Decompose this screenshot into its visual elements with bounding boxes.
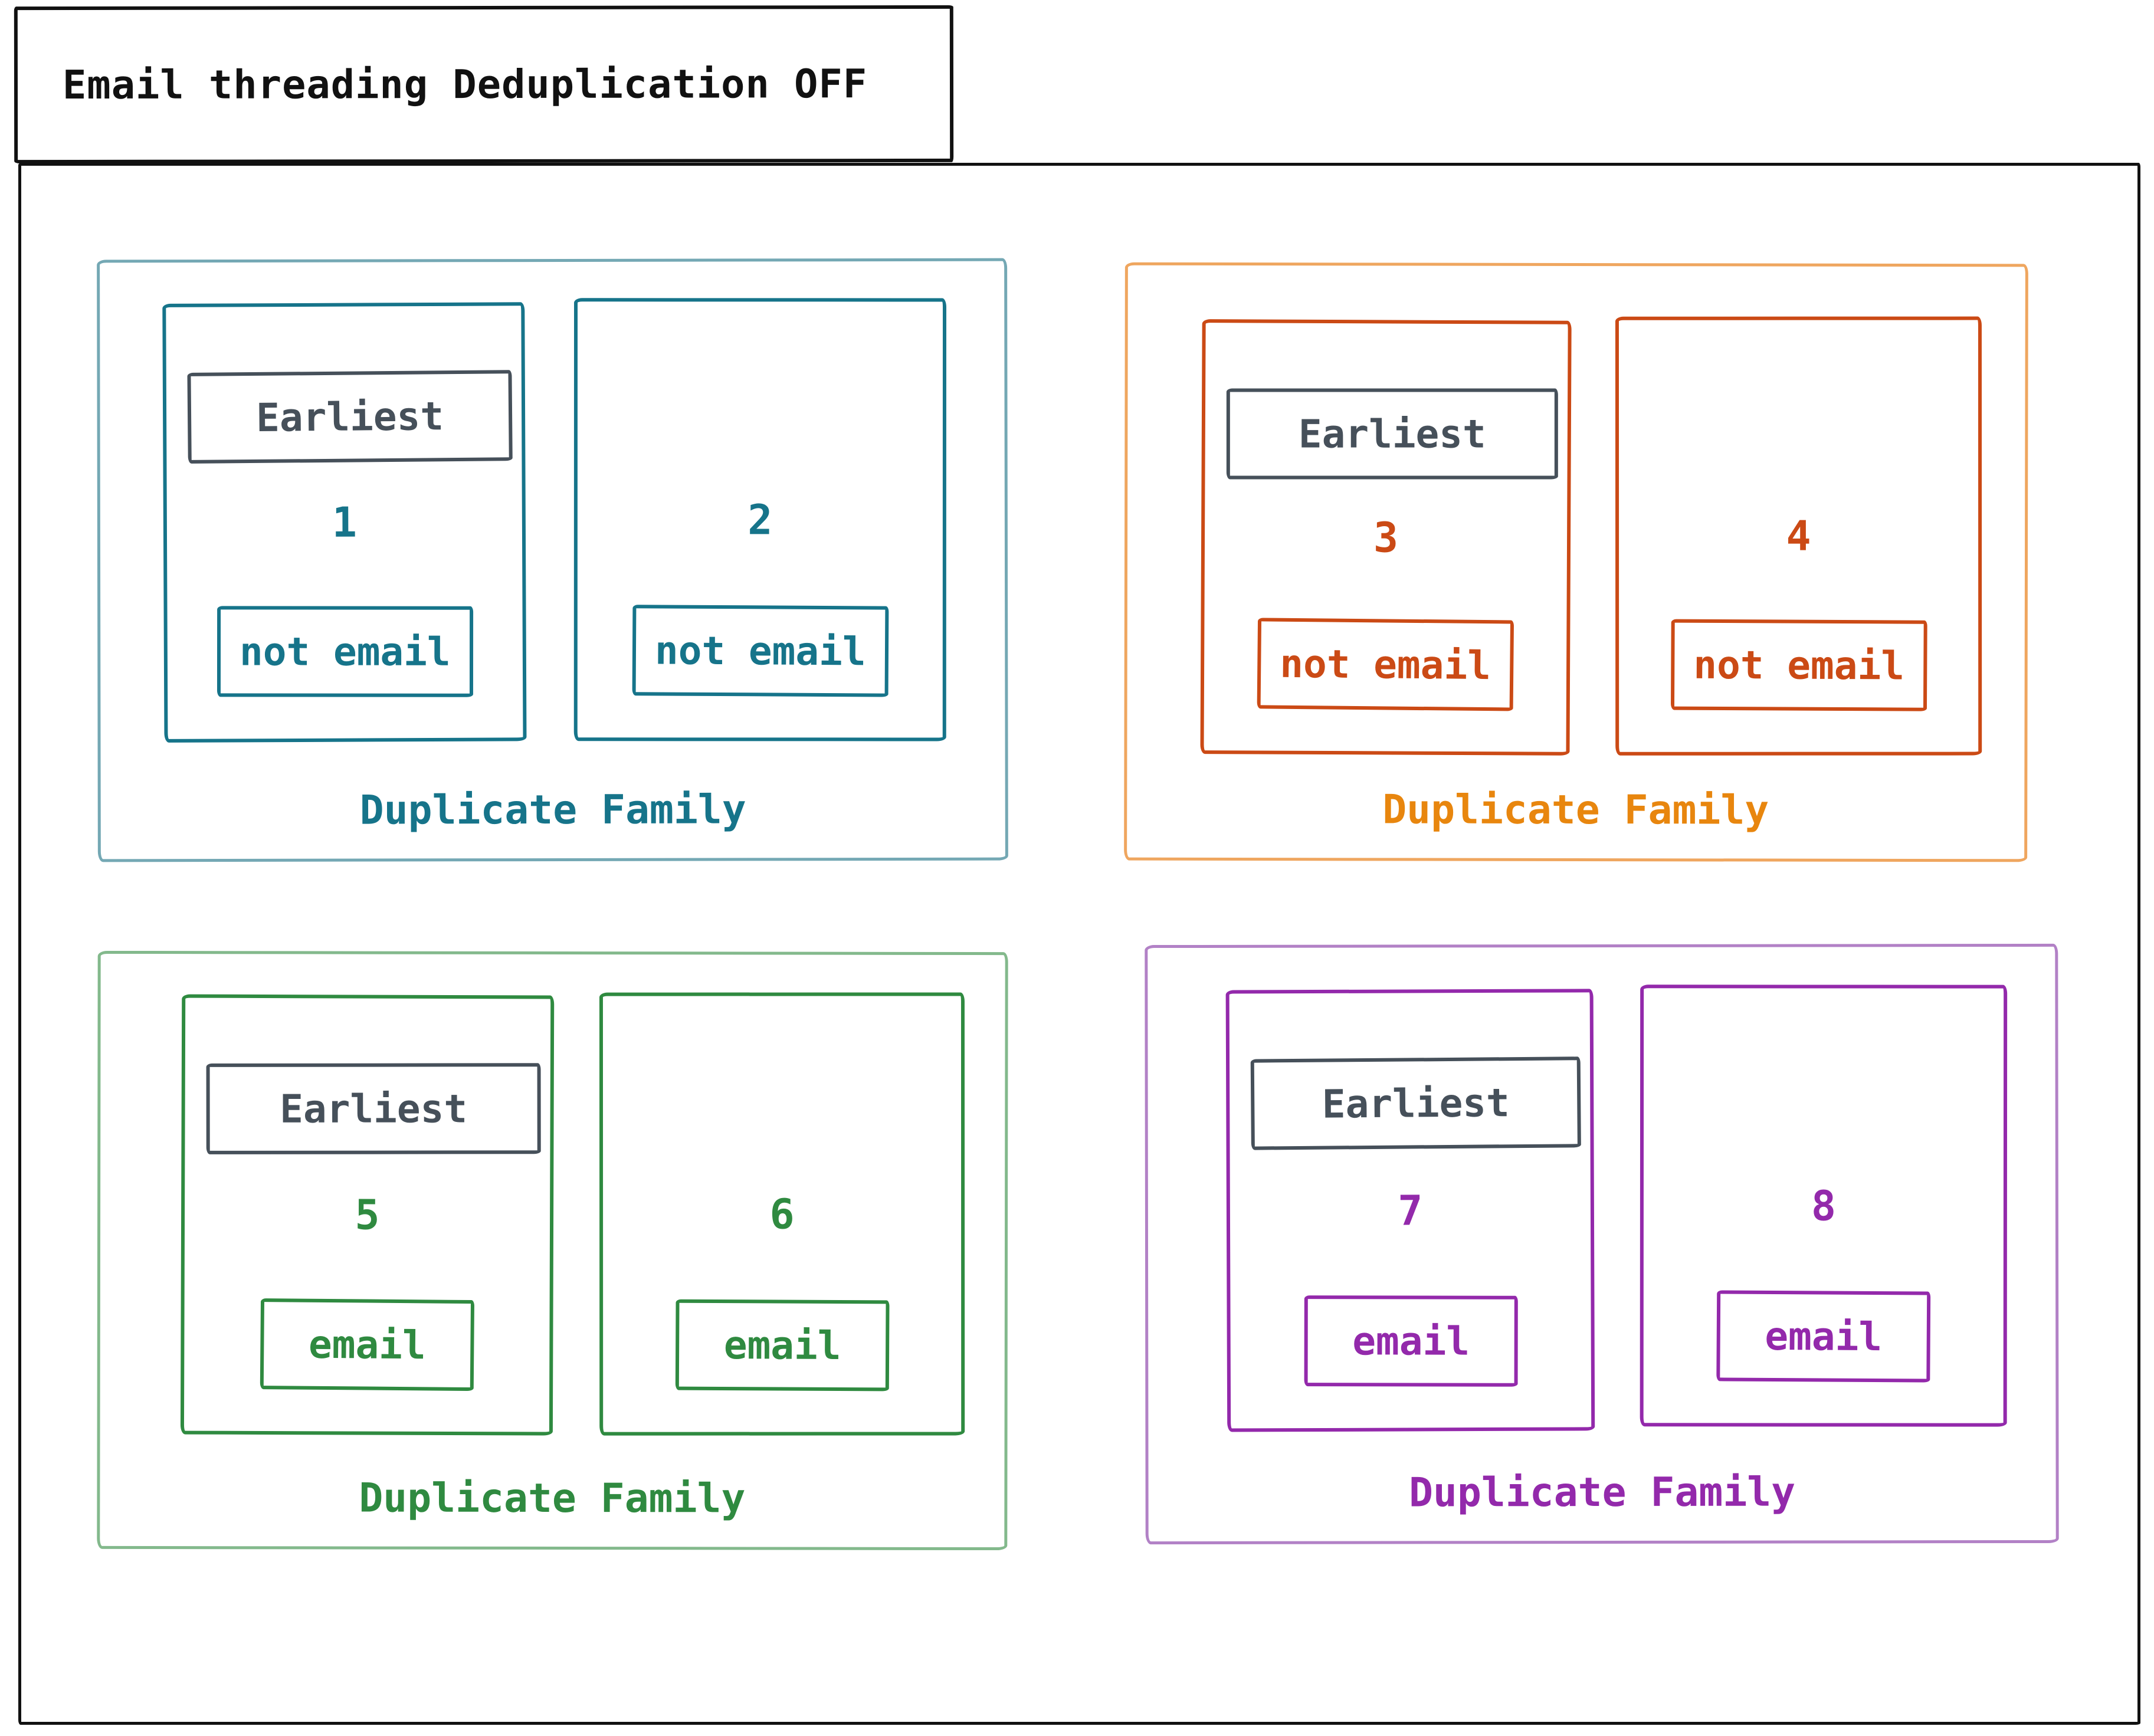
doc-type-badge: email (675, 1299, 890, 1392)
doc-type-label: not email (1279, 641, 1491, 688)
document-number: 7 (1398, 1186, 1423, 1235)
document-number: 2 (747, 495, 773, 544)
doc-type-badge: email (1716, 1290, 1931, 1383)
doc-type-label: email (1352, 1318, 1470, 1364)
document-box-6: 6 email (599, 992, 965, 1436)
doc-type-badge: email (260, 1298, 474, 1392)
earliest-label: Earliest (1298, 411, 1486, 457)
document-number: 5 (355, 1190, 380, 1239)
document-box-2: 2 not email (573, 298, 947, 741)
earliest-label: Earliest (1322, 1079, 1510, 1127)
document-number: 3 (1373, 513, 1399, 562)
family-label: Duplicate Family (359, 786, 746, 834)
document-number: 6 (769, 1190, 795, 1239)
family-group-2: Earliest 3 not email 4 not email Duplica… (1124, 262, 2028, 862)
document-number: 4 (1786, 511, 1811, 560)
family-group-1: Earliest 1 not email 2 not email Duplica… (97, 258, 1008, 862)
doc-type-badge: email (1304, 1295, 1518, 1387)
family-label: Duplicate Family (1409, 1469, 1796, 1517)
earliest-label: Earliest (255, 393, 444, 441)
doc-type-label: not email (239, 628, 451, 675)
family-label: Duplicate Family (359, 1475, 746, 1522)
document-box-4: 4 not email (1615, 316, 1982, 756)
earliest-badge: Earliest (187, 370, 513, 464)
doc-type-badge: not email (1257, 618, 1514, 711)
doc-type-badge: not email (1670, 619, 1927, 711)
document-number: 1 (332, 498, 358, 547)
doc-type-badge: not email (632, 605, 889, 697)
document-box-8: 8 email (1640, 985, 2008, 1427)
family-group-3: Earliest 5 email 6 email Duplicate Famil… (97, 950, 1008, 1551)
document-box-5: Earliest 5 email (180, 994, 555, 1436)
earliest-badge: Earliest (206, 1063, 541, 1154)
family-label: Duplicate Family (1382, 786, 1769, 834)
earliest-label: Earliest (280, 1085, 468, 1132)
doc-type-label: not email (1693, 642, 1904, 689)
document-box-7: Earliest 7 email (1225, 989, 1595, 1432)
document-number: 8 (1811, 1181, 1837, 1230)
family-group-4: Earliest 7 email 8 email Duplicate Famil… (1145, 943, 2059, 1545)
doc-type-label: email (308, 1321, 426, 1368)
doc-type-label: not email (654, 627, 866, 674)
document-box-1: Earliest 1 not email (162, 302, 527, 743)
title-box: Email threading Deduplication OFF (14, 5, 954, 164)
doc-type-label: email (723, 1322, 841, 1369)
page-title: Email threading Deduplication OFF (62, 61, 868, 108)
document-box-3: Earliest 3 not email (1200, 319, 1572, 756)
earliest-badge: Earliest (1250, 1056, 1581, 1150)
doc-type-badge: not email (217, 606, 473, 697)
earliest-badge: Earliest (1226, 388, 1558, 480)
doc-type-label: email (1765, 1313, 1883, 1360)
